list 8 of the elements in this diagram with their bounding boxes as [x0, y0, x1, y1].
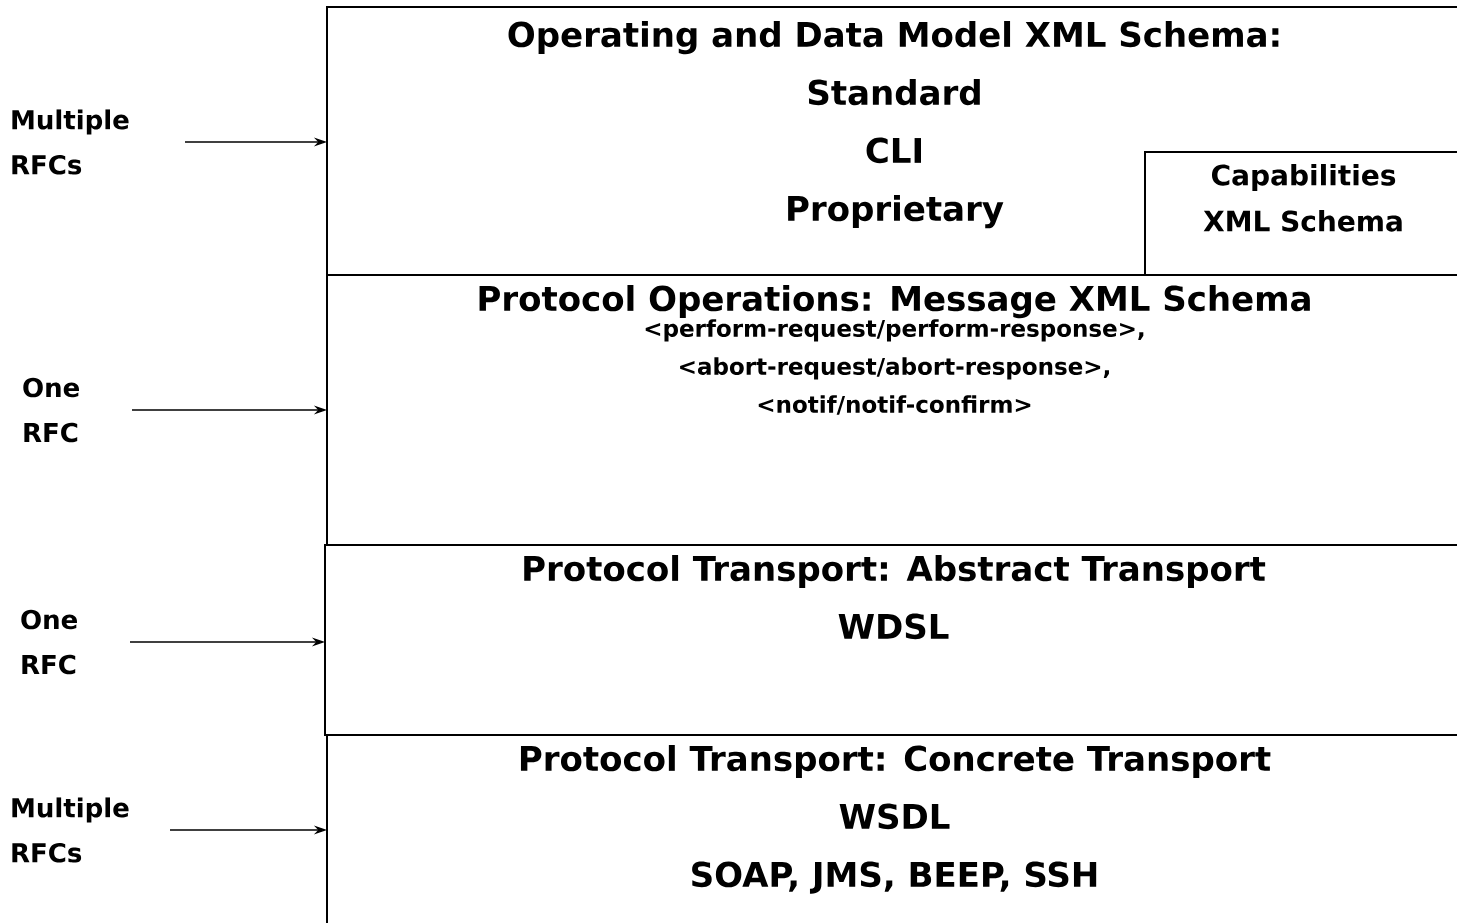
side-label: One RFC	[21, 609, 77, 675]
layer-box: Capabilities XML Schema	[1144, 151, 1457, 276]
layer-box: Protocol Transport: Abstract Transport WDSL	[324, 544, 1457, 736]
side-label: Multiple RFCs	[12, 797, 129, 863]
layer-box: Protocol Operations: Message XML Schema <perform-request/perform-response>, <abort-request/abort-response>, <notif/notif-confirm>	[326, 274, 1457, 546]
layer-box: Protocol Transport: Concrete Transport WSDL SOAP, JMS, BEEP, SSH	[326, 734, 1457, 923]
side-label: Multiple RFCs	[12, 109, 129, 175]
side-label: One RFC	[23, 377, 79, 443]
